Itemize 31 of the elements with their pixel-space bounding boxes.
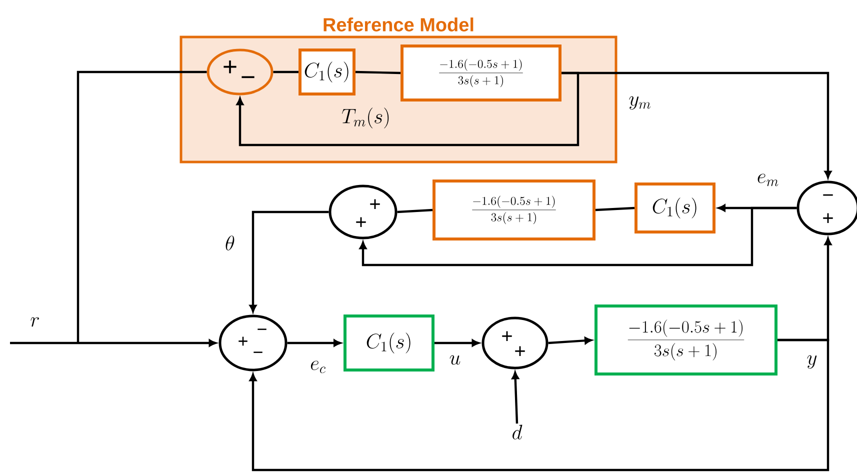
signal-label: $y$	[806, 354, 818, 370]
signal-label: $d$	[512, 424, 522, 440]
summing-junction: + +	[482, 316, 548, 370]
signal-label: $e_c$	[309, 360, 327, 374]
arrow	[249, 210, 329, 312]
transfer-function-label: $T_m(s)$	[342, 108, 389, 128]
transfer-function-box: $\frac{-1.6(-0.5s+1)}{3s(s+1)}$	[594, 304, 778, 376]
arrow	[10, 339, 216, 347]
arrow	[249, 338, 830, 472]
arrow	[236, 72, 580, 146]
arrow	[548, 337, 592, 344]
transfer-function-box: $\frac{-1.6(-0.5s+1)}{3s(s+1)}$	[400, 44, 562, 102]
summing-junction: − +	[796, 180, 857, 236]
arrow	[434, 339, 480, 347]
summing-junction: + +	[328, 184, 398, 240]
transfer-function-box: $C_1(s)$	[634, 182, 716, 234]
arrow	[562, 72, 832, 178]
arrow	[287, 339, 342, 347]
transfer-function-box: $C_1(s)$	[344, 314, 434, 372]
signal-label: $\theta$	[224, 234, 236, 252]
transfer-function-box: $\frac{-1.6(-0.5s+1)}{3s(s+1)}$	[432, 179, 596, 240]
transfer-function-box: $C_1(s)$	[298, 48, 356, 96]
signal-label: $y_m$	[628, 96, 652, 110]
signal-label: $u$	[448, 354, 462, 366]
arrow	[359, 206, 797, 266]
summing-junction: + −	[206, 48, 274, 96]
signal-label: $r$	[29, 316, 41, 328]
summing-junction: + − −	[218, 314, 288, 372]
arrow	[512, 372, 519, 424]
node-label: Reference Model	[324, 18, 474, 32]
signal-label: $e_m$	[756, 172, 780, 187]
